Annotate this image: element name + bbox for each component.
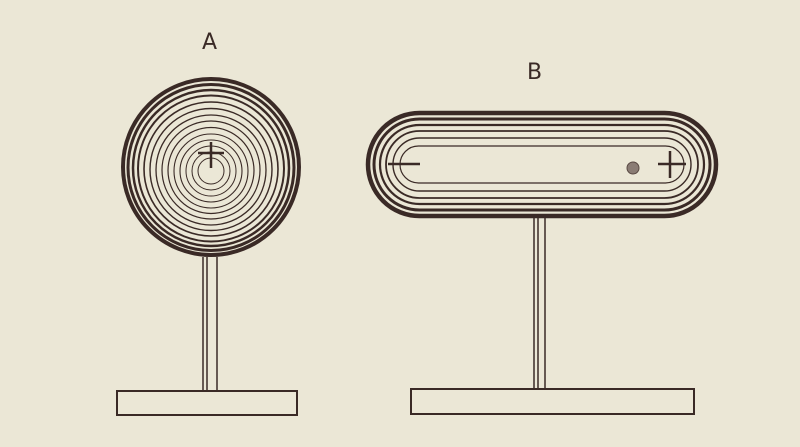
plus-charge-icon-a xyxy=(198,142,224,168)
small-sphere-icon xyxy=(626,161,640,175)
plus-charge-icon-b xyxy=(658,151,686,178)
sphere-conductor-a xyxy=(121,77,301,257)
elongated-conductor-b xyxy=(365,110,719,219)
stand-b xyxy=(410,216,695,415)
label-a: A xyxy=(202,30,218,55)
stand-a xyxy=(116,257,298,416)
label-b: B xyxy=(527,60,543,85)
